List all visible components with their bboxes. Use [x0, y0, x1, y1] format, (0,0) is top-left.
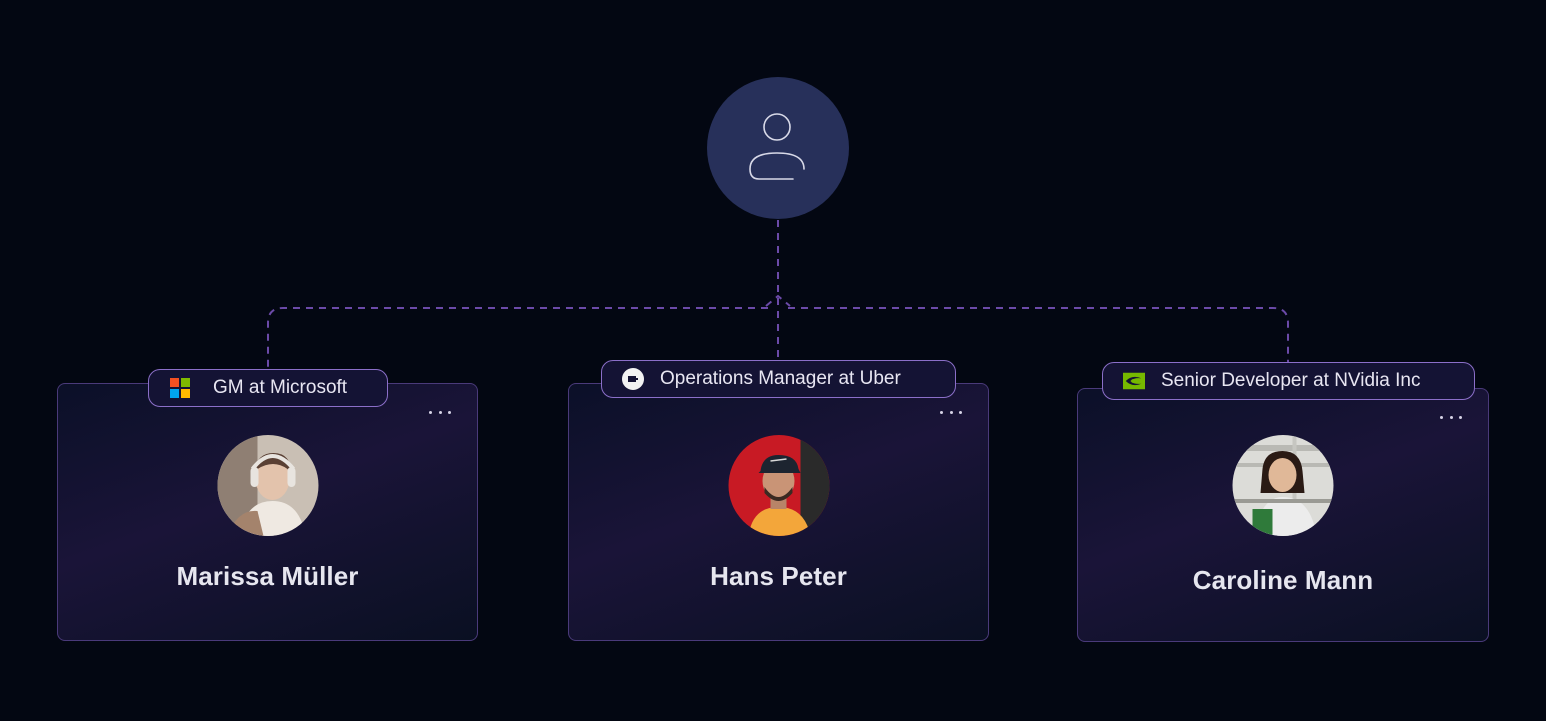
nvidia-logo-icon [1123, 370, 1145, 392]
user-outline-icon [749, 113, 805, 180]
person-name: Caroline Mann [1192, 565, 1374, 595]
role-label: Operations Manager at Uber [660, 368, 901, 389]
more-dot [959, 410, 962, 414]
more-dot [448, 410, 451, 414]
more-dot [1449, 415, 1453, 419]
role-badge-marissa: GM at Microsoft [148, 369, 388, 407]
person-card-hans[interactable]: Hans Peter [568, 383, 989, 641]
person-name: Marissa Müller [176, 561, 359, 591]
more-dot [949, 410, 953, 414]
connector-junction-arrow [765, 294, 791, 307]
role-label: Senior Developer at NVidia Inc [1161, 370, 1421, 391]
more-options-button[interactable] [1440, 409, 1462, 425]
person-card-marissa[interactable]: Marissa Müller [57, 383, 478, 641]
role-label: GM at Microsoft [213, 377, 348, 398]
role-badge-hans: Operations Manager at Uber [601, 360, 956, 398]
root-node-avatar[interactable] [707, 77, 849, 219]
uber-logo-icon [622, 368, 644, 390]
role-badge-caroline: Senior Developer at NVidia Inc [1102, 362, 1475, 400]
more-options-button[interactable] [429, 404, 451, 420]
person-name: Hans Peter [710, 561, 847, 591]
more-dot [940, 410, 943, 414]
more-dot [1440, 415, 1443, 419]
more-options-button[interactable] [940, 404, 962, 420]
more-dot [429, 410, 432, 414]
connector-right-branch [788, 307, 1289, 362]
microsoft-logo-icon [169, 377, 191, 399]
avatar [1232, 435, 1334, 536]
more-dot [1459, 415, 1462, 419]
avatar [217, 435, 318, 536]
person-card-caroline[interactable]: Caroline Mann [1077, 388, 1489, 642]
avatar [728, 435, 829, 536]
more-dot [438, 410, 442, 414]
